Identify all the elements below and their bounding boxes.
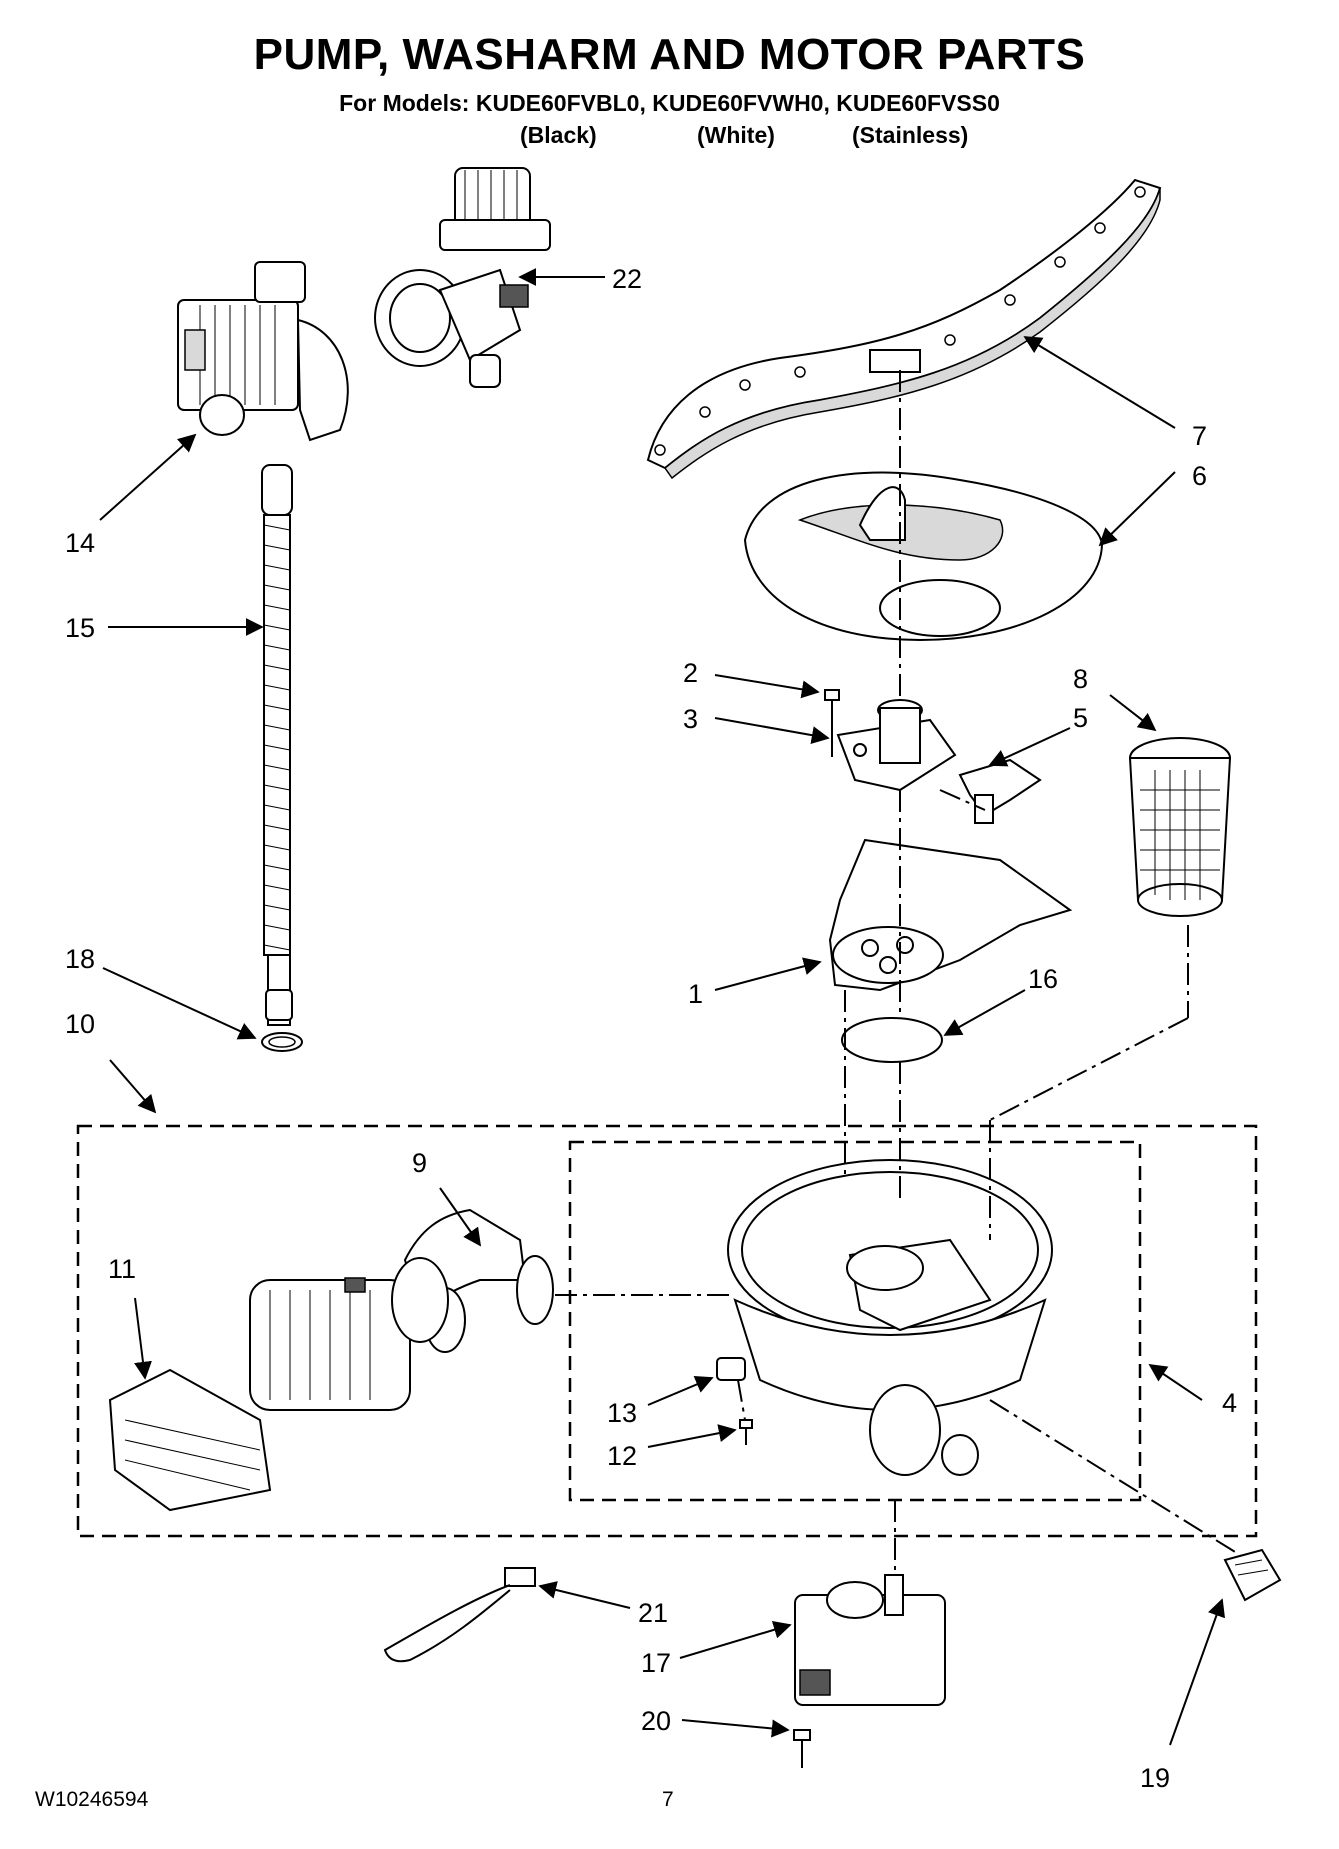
- callout-5: 5: [1073, 703, 1088, 733]
- part-harness-21: [383, 1567, 536, 1663]
- models-line: For Models: KUDE60FVBL0, KUDE60FVWH0, KU…: [339, 90, 1000, 116]
- part-diverter-motor: [374, 167, 551, 388]
- page-number: 7: [662, 1788, 674, 1811]
- callout-16: 16: [1028, 964, 1058, 994]
- part-manifold-3: [836, 699, 957, 792]
- callout-22: 22: [612, 264, 642, 294]
- part-wash-arm: [646, 178, 1162, 480]
- part-screw-20: [793, 1729, 811, 1768]
- part-plate-1: [828, 838, 1073, 992]
- callout-15: 15: [65, 613, 95, 643]
- callout-9: 9: [412, 1148, 427, 1178]
- page-title: PUMP, WASHARM AND MOTOR PARTS: [253, 30, 1086, 79]
- callout-11: 11: [108, 1254, 136, 1284]
- part-sump-4: [727, 1159, 1053, 1476]
- callout-6: 6: [1192, 461, 1207, 491]
- callout-10: 10: [65, 1009, 95, 1039]
- callout-18: 18: [65, 944, 95, 974]
- part-wash-motor: [249, 1257, 449, 1411]
- part-drain-hose: [261, 464, 293, 1026]
- alignment-lines: [555, 370, 1241, 1575]
- callout-8: 8: [1073, 664, 1088, 694]
- part-actuator-17: [794, 1574, 946, 1706]
- part-13: [716, 1357, 746, 1381]
- callout-17: 17: [641, 1648, 671, 1678]
- variant-black: (Black): [520, 122, 597, 148]
- part-hose-clamp: [261, 1032, 303, 1052]
- callout-3: 3: [683, 704, 698, 734]
- variant-white: (White): [697, 122, 775, 148]
- part-filter-8: [1128, 737, 1232, 917]
- callout-7: 7: [1192, 421, 1207, 451]
- assembly-box-10: [76, 1124, 1258, 1538]
- callout-4: 4: [1222, 1388, 1237, 1418]
- part-motor-cover-11: [108, 1368, 272, 1512]
- callout-2: 2: [683, 658, 698, 688]
- variant-stainless: (Stainless): [852, 122, 969, 148]
- doc-number: W10246594: [35, 1788, 149, 1811]
- part-screw-12: [739, 1419, 753, 1445]
- callout-12: 12: [607, 1441, 637, 1471]
- callout-20: 20: [641, 1706, 671, 1736]
- callout-labels: 22 7 6 14 15 2 3 5 8 18 10 1 16 9 11 4 1…: [65, 264, 1237, 1793]
- part-clip-5: [958, 758, 1042, 824]
- callout-13: 13: [607, 1398, 637, 1428]
- part-spray-shield: [743, 471, 1104, 642]
- callout-19: 19: [1140, 1763, 1170, 1793]
- callout-1: 1: [688, 979, 703, 1009]
- leader-lines: [99, 268, 1226, 1746]
- part-screw-2: [824, 689, 840, 735]
- part-sensor-19: [1223, 1548, 1282, 1602]
- callout-14: 14: [65, 528, 95, 558]
- assembly-box-4: [568, 1140, 1142, 1502]
- callout-21: 21: [638, 1598, 668, 1628]
- part-gasket-16: [841, 1017, 943, 1063]
- part-drain-pump: [177, 261, 349, 442]
